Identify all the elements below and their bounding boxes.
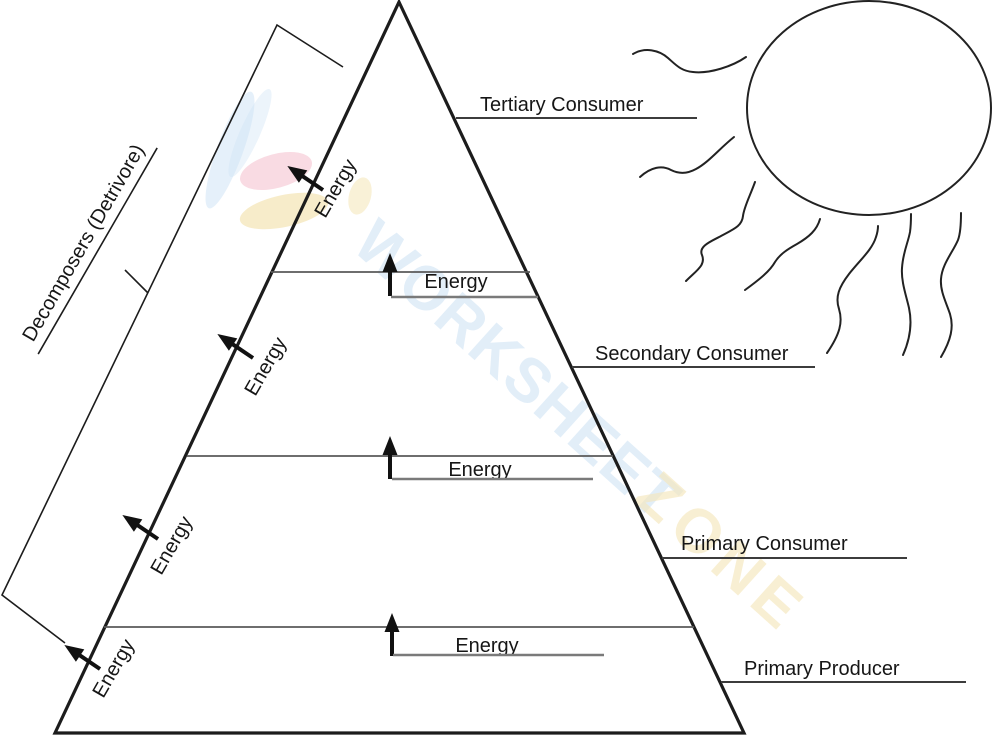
sun-ray <box>939 212 962 358</box>
decomposers-bracket <box>0 23 344 644</box>
sun-ray <box>826 225 879 354</box>
sun-ray <box>744 218 821 291</box>
trophic-label-primary-consumer: Primary Consumer <box>662 533 907 559</box>
trophic-label-secondary-consumer: Secondary Consumer <box>572 343 815 368</box>
decomposers-tick <box>124 269 149 294</box>
primary-producer-label: Primary Producer <box>744 658 900 680</box>
energy-label: Energy <box>455 635 518 657</box>
watermark-word-1: WORKSHEET <box>341 207 693 534</box>
sun-ray <box>632 49 747 74</box>
decomposers-underline <box>37 147 158 355</box>
energy-label: Energy <box>448 459 511 481</box>
energy-loss-4: Energy <box>58 636 139 701</box>
tertiary-consumer-label: Tertiary Consumer <box>480 94 644 116</box>
decomposers-label: Decomposers (Detrivore) <box>18 141 149 345</box>
energy-loss-3: Energy <box>116 506 197 578</box>
energy-slope-arrow-icon <box>211 325 260 367</box>
sun-ray <box>639 136 735 178</box>
energy-flow-top: Energy <box>380 251 538 299</box>
energy-up-arrow-icon <box>380 434 400 481</box>
energy-flow-bottom: Energy <box>382 611 604 658</box>
primary-consumer-label: Primary Consumer <box>681 533 848 555</box>
watermark-logo-blue-blob <box>205 91 255 209</box>
energy-flow-middle: Energy <box>380 434 593 481</box>
pyramid-outline <box>52 0 747 735</box>
energy-up-arrow-icon <box>382 611 402 658</box>
watermark-logo-blue-blob <box>228 88 272 178</box>
sun-ray <box>685 181 756 282</box>
trophic-label-tertiary-consumer: Tertiary Consumer <box>456 94 697 119</box>
sun-icon <box>632 0 992 358</box>
energy-label: Energy <box>240 334 291 400</box>
sun-ray <box>900 213 912 356</box>
watermark-yellow-blob <box>348 177 372 215</box>
energy-loss-2: Energy <box>211 325 291 400</box>
sun-circle <box>746 0 992 216</box>
trophic-label-primary-producer: Primary Producer <box>721 658 966 683</box>
watermark-logo-pink-blob <box>239 151 313 191</box>
energy-slope-arrow-icon <box>116 506 165 548</box>
secondary-consumer-label: Secondary Consumer <box>595 343 789 365</box>
energy-label: Energy <box>424 271 487 293</box>
